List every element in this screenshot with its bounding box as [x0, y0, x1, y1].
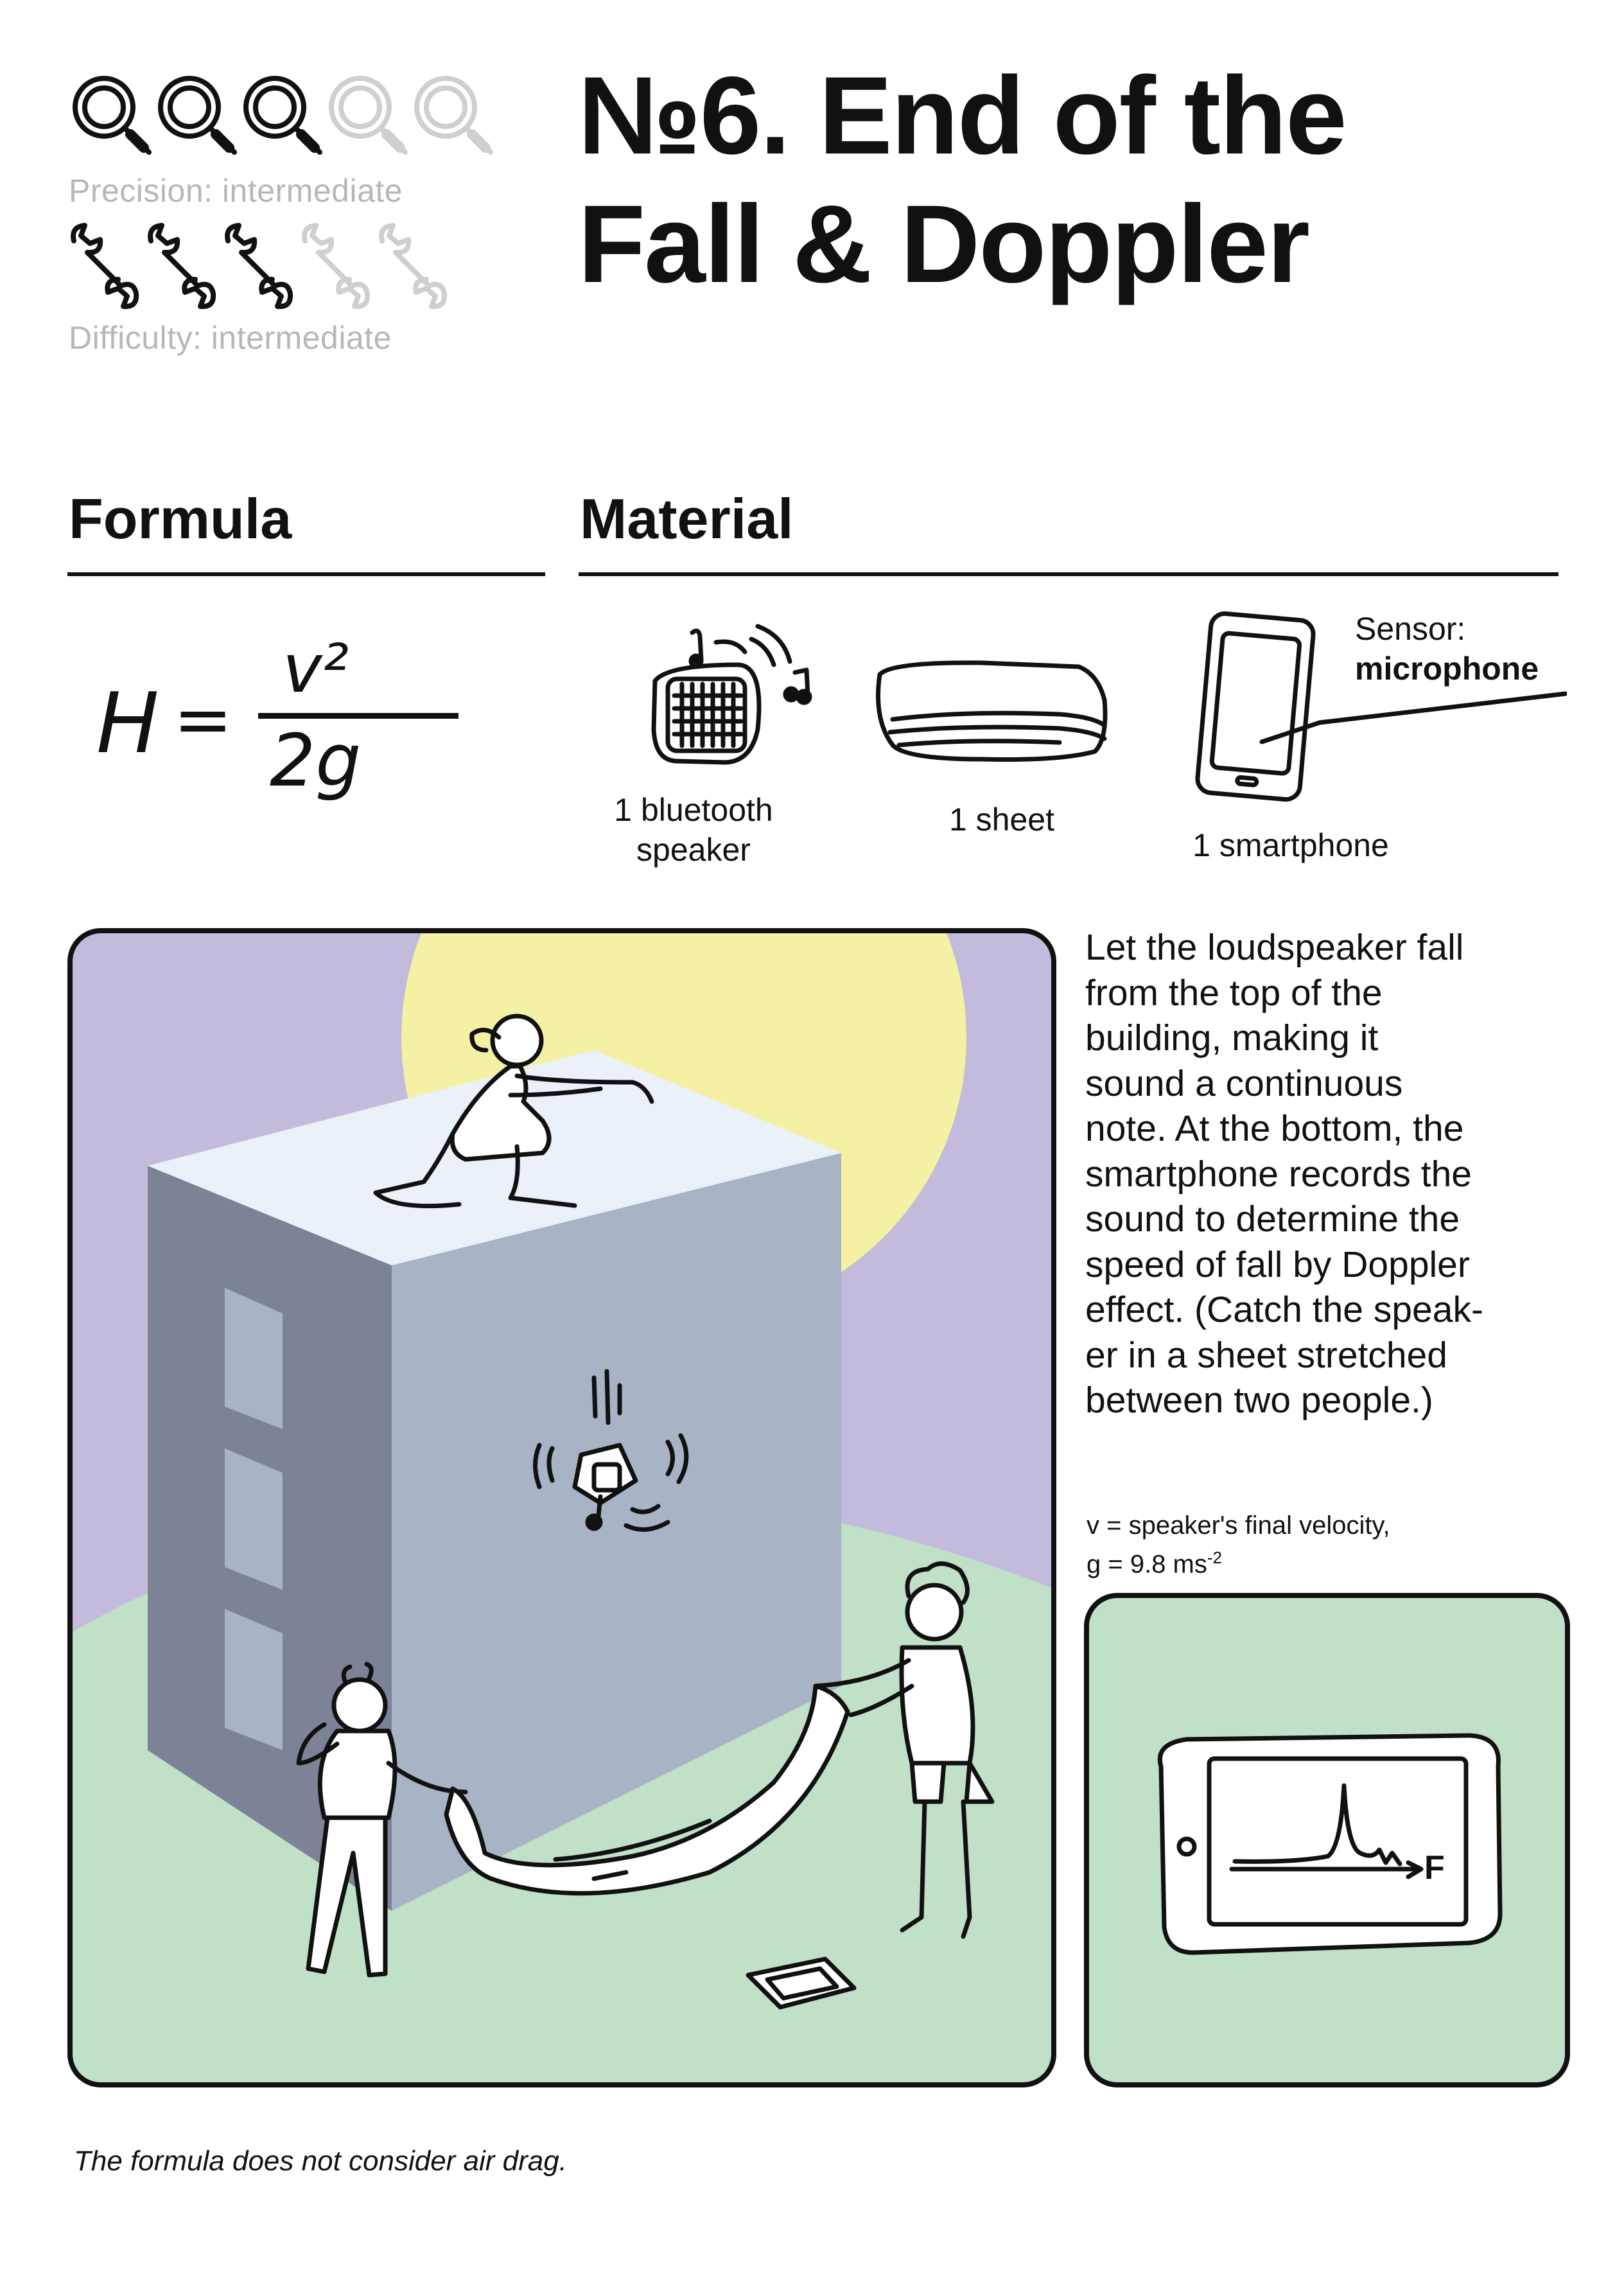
description-line: effect. (Catch the speak- — [1085, 1289, 1483, 1330]
person-left — [296, 1662, 468, 1978]
description-line: speed of fall by Doppler — [1085, 1243, 1470, 1285]
precision-label: Precision: intermediate — [69, 173, 403, 209]
spectrum-panel: F — [1084, 1593, 1570, 2087]
wrench-icon — [225, 223, 293, 310]
magnifier-icon — [158, 76, 237, 155]
fraction-bar — [258, 713, 458, 719]
person-right — [813, 1561, 995, 1939]
formula-numerator: v² — [283, 629, 349, 708]
falling-speaker — [533, 1369, 689, 1532]
formula-equals: = — [173, 678, 233, 760]
material-label-smartphone: 1 smartphone — [1192, 827, 1389, 863]
smartphone-landscape-icon — [1158, 1733, 1503, 1955]
formula-lhs: H — [96, 674, 159, 772]
material-label-sheet: 1 sheet — [948, 802, 1054, 838]
description-line: Let the loudspeaker fall — [1085, 927, 1464, 968]
description-line: sound a continuous — [1085, 1062, 1403, 1104]
variables-note: v = speaker's final velocity, g = 9.8 ms… — [1087, 1509, 1587, 1580]
formula-divider — [67, 572, 545, 576]
difficulty-rating — [64, 222, 475, 312]
precision-rating — [64, 67, 514, 164]
page-title: №6. End of the Fall & Doppler — [578, 51, 1580, 308]
material-label-speaker: 1 bluetooth speaker — [614, 792, 773, 868]
title-line-1: №6. End of the — [578, 54, 1347, 177]
sensor-value: microphone — [1355, 651, 1539, 687]
frequency-axis-label: F — [1424, 1849, 1445, 1886]
formula-denominator: 2g — [270, 719, 362, 803]
variable-v-definition: v = speaker's final velocity, — [1087, 1511, 1390, 1540]
magnifier-icon — [73, 76, 152, 155]
frequency-spectrum — [1229, 1783, 1424, 1879]
variable-g-value: g = 9.8 ms — [1087, 1550, 1207, 1579]
description-line: note. At the bottom, the — [1085, 1108, 1464, 1149]
material-divider — [579, 572, 1559, 576]
title-line-2: Fall & Doppler — [578, 182, 1310, 306]
magnifier-icon-empty — [329, 76, 408, 155]
description-line: er in a sheet stretched — [1085, 1334, 1447, 1376]
illustration-panel — [67, 928, 1056, 2087]
music-note-icon — [688, 628, 704, 669]
description-line: sound to determine the — [1085, 1199, 1460, 1240]
description-line: building, making it — [1085, 1017, 1379, 1059]
variable-g-exponent: -2 — [1207, 1548, 1222, 1567]
building-front — [392, 1153, 841, 1911]
window — [225, 1448, 283, 1590]
wrench-icon-empty — [379, 223, 448, 310]
material-heading: Material — [580, 487, 794, 550]
phone-on-ground — [746, 1956, 857, 2010]
sensor-label: Sensor: — [1355, 611, 1466, 647]
sensor-callout-line — [1259, 687, 1568, 745]
bluetooth-speaker-icon — [642, 620, 835, 774]
formula-heading: Formula — [69, 487, 292, 550]
smartphone-icon — [1191, 610, 1320, 803]
variable-g-definition: g = 9.8 ms-2 — [1087, 1542, 1587, 1580]
music-note-icon — [783, 667, 812, 705]
person-on-roof — [373, 1014, 654, 1209]
difficulty-label: Difficulty: intermediate — [69, 320, 392, 356]
window — [225, 1288, 283, 1429]
description-line: from the top of the — [1085, 972, 1383, 1014]
magnifier-icon — [243, 76, 322, 155]
description-line: between two people.) — [1085, 1380, 1433, 1421]
formula-expression: H = v² 2g — [90, 629, 458, 822]
description-line: smartphone records the — [1085, 1153, 1472, 1195]
wrench-icon — [148, 223, 216, 310]
folded-sheet-icon — [867, 649, 1124, 771]
wrench-icon-empty — [302, 223, 371, 310]
wrench-icon — [71, 223, 139, 310]
magnifier-icon-empty — [414, 76, 493, 155]
window — [225, 1609, 283, 1750]
description-text: Let the loudspeaker fall from the top of… — [1085, 925, 1586, 1423]
footer-note: The formula does not consider air drag. — [74, 2145, 567, 2177]
